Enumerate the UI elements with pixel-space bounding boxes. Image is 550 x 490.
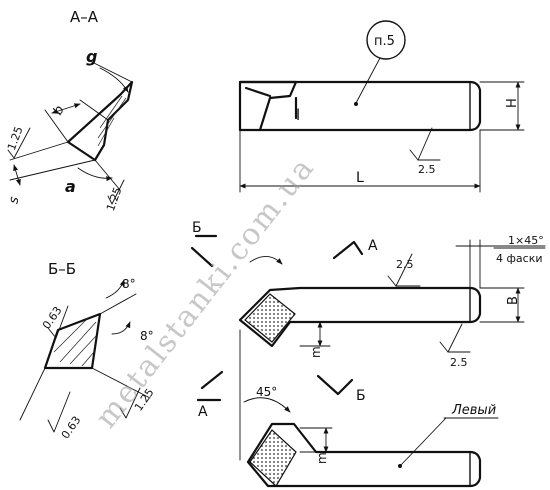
dim-label-B: B xyxy=(506,296,521,305)
cut-marker-b-top xyxy=(190,234,218,268)
roughness-label: 2.5 xyxy=(450,356,468,369)
cut-label-b: Б xyxy=(356,388,366,404)
side-view: l L H 2.5 п.5 xyxy=(238,20,525,193)
insert-face xyxy=(244,293,296,343)
dim-label-L: L xyxy=(356,170,364,186)
dim-label-l: l xyxy=(296,106,300,124)
angle-label-45: 45° xyxy=(256,385,277,399)
shank-outline xyxy=(238,80,482,132)
cut-label-b: Б xyxy=(192,220,202,236)
cut-marker-a-bottom xyxy=(196,370,224,402)
left-cutter-label: Левый xyxy=(451,403,496,418)
dim-label-g: g xyxy=(86,47,97,66)
cut-marker-b-bottom xyxy=(316,374,354,396)
angle-label: 8° xyxy=(140,329,154,343)
insert-face-left xyxy=(249,429,297,487)
chamfer-size-label: 1×45° xyxy=(508,234,544,247)
roughness-label: 0.63 xyxy=(59,414,84,442)
left-cutter-view: 45° m Левый xyxy=(239,329,499,488)
dim-label-s: s xyxy=(6,195,22,204)
left-cutter-outline xyxy=(246,422,482,488)
cut-marker-a-top xyxy=(332,240,364,260)
angle-label: 8° xyxy=(122,277,136,291)
cut-label-a: А xyxy=(198,404,208,420)
section-b-b-title: Б–Б xyxy=(48,260,76,278)
roughness-label: 1.25 xyxy=(5,125,26,152)
cut-label-a: А xyxy=(368,238,378,254)
dim-label-m: m xyxy=(315,452,329,464)
shank-plan-outline xyxy=(238,286,482,348)
roughness-label: 2.5 xyxy=(396,258,414,271)
section-a-a-title: А–А xyxy=(70,8,99,26)
dim-label-a: a xyxy=(65,177,76,196)
note-balloon xyxy=(366,20,406,60)
section-b-b-hatch xyxy=(53,317,97,367)
dim-label-m: m xyxy=(309,346,323,358)
roughness-label: 1.25 xyxy=(104,185,125,212)
dim-label-b: b xyxy=(51,103,68,118)
chamfer-count-label: 4 фаски xyxy=(496,252,542,265)
roughness-label: 2.5 xyxy=(418,163,436,176)
cutter-head xyxy=(238,80,298,132)
section-a-a: А–А 1.25 1.25 g a b s xyxy=(5,8,134,213)
dim-label-H: H xyxy=(505,98,520,108)
plan-view: B 1×45° 4 фаски m 2.5 2.5 Б А А Б xyxy=(190,220,546,420)
watermark: metalstanki.com.ua xyxy=(89,150,322,435)
roughness-label: 0.63 xyxy=(40,304,65,332)
wedge-hatch xyxy=(97,95,127,147)
note-balloon-text: п.5 xyxy=(374,34,395,49)
wedge-profile xyxy=(66,80,134,162)
